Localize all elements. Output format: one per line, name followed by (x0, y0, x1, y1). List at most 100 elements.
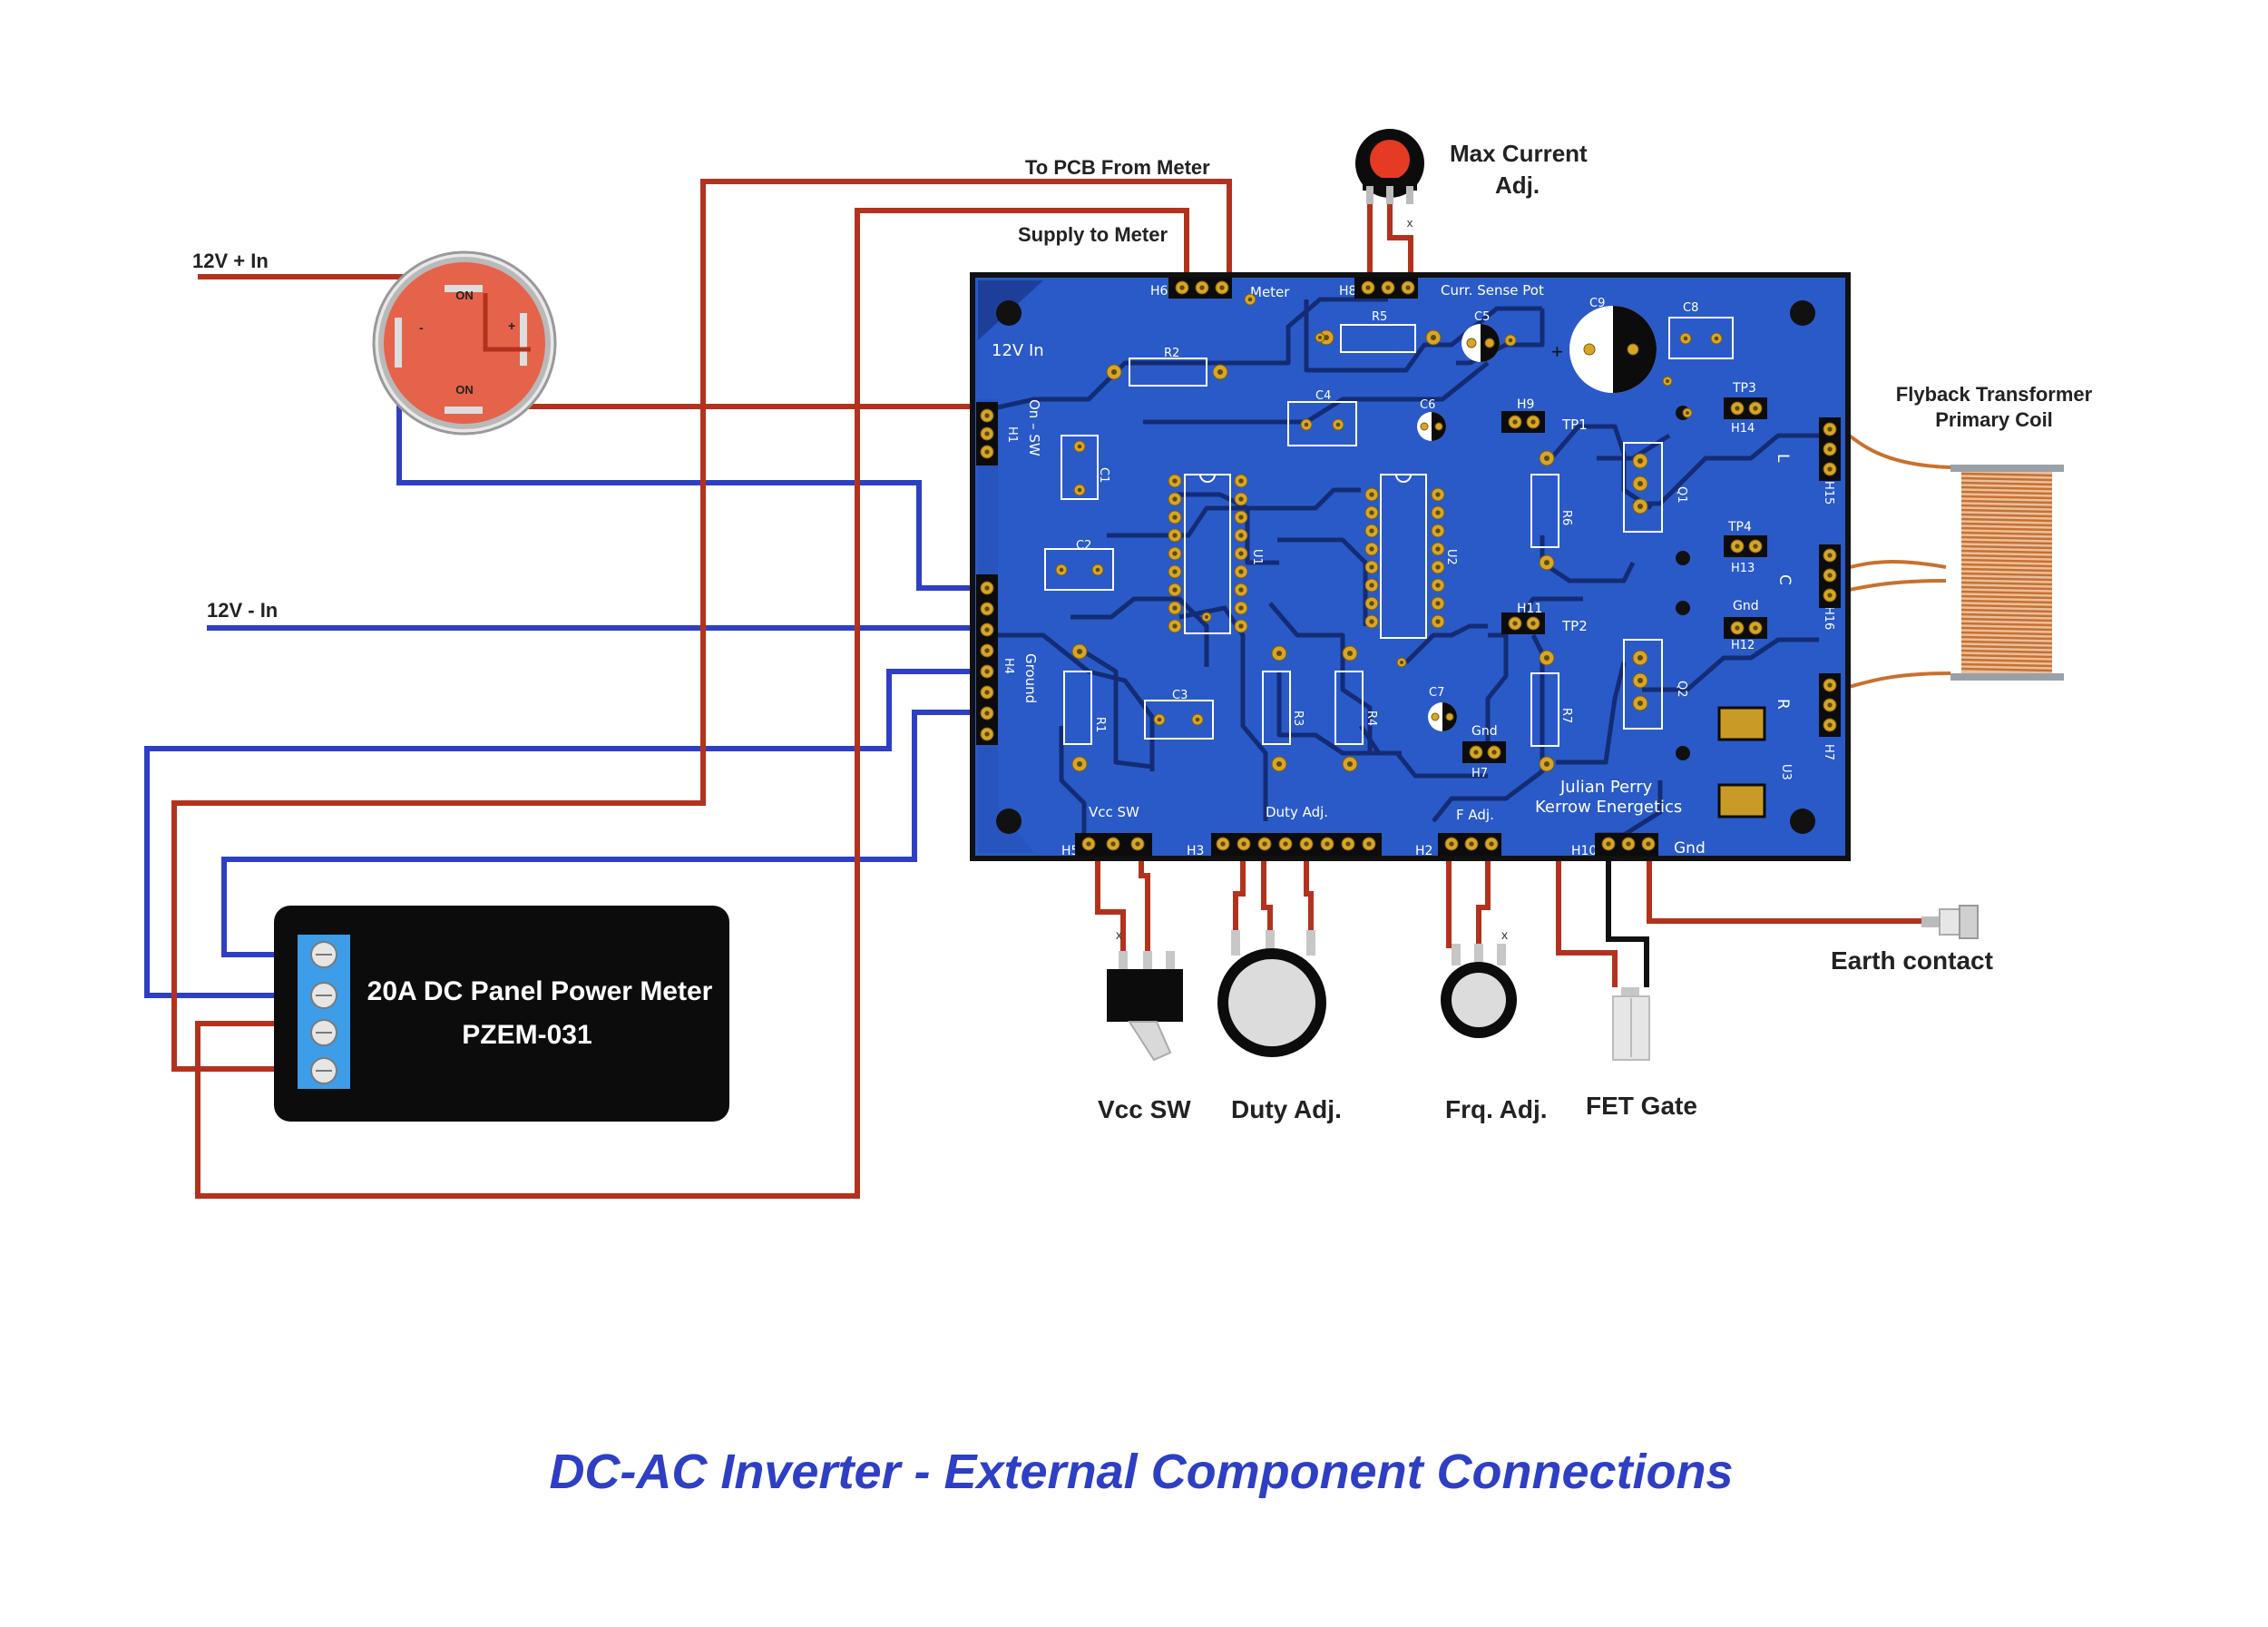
coil-turn (1960, 558, 2053, 564)
pad-hole (1637, 457, 1644, 465)
comp-label-u3: U3 (1779, 764, 1793, 780)
pad-hole (1435, 583, 1441, 588)
switch-plus-label: + (508, 319, 515, 333)
pad-hole (1508, 338, 1513, 343)
pcb-pads (1055, 293, 1723, 772)
coil-turn (1960, 626, 2053, 632)
pad-hole (1512, 419, 1518, 425)
power-switch[interactable]: ON ON - + (372, 250, 557, 436)
pcb-vcc-sw-label: Vcc SW (1089, 804, 1139, 820)
pad-hole (1435, 528, 1441, 534)
pad-hole (1491, 750, 1497, 755)
frq-adj-pot[interactable]: x (1441, 927, 1517, 1038)
pad-hole (984, 690, 990, 695)
coil-turn (1960, 613, 2053, 618)
pad-hole (1430, 334, 1437, 341)
mount-hole (996, 300, 1022, 326)
label-to-pcb-from-meter: To PCB From Meter (1025, 156, 1210, 179)
pad-hole (1345, 841, 1351, 847)
coil-turn (1960, 499, 2053, 505)
comp-label-c3: C3 (1172, 689, 1188, 702)
coil-turn (1960, 581, 2053, 586)
header-label-h5: H5 (1061, 844, 1079, 858)
gnd-tp-label: Gnd (1733, 599, 1759, 613)
pad-hole (1637, 654, 1644, 662)
pad-hole (1325, 841, 1330, 847)
pad-hole (1318, 336, 1322, 339)
pad-hole (1369, 601, 1374, 606)
comp-label-r2: R2 (1164, 347, 1179, 360)
wire-switch-negative (396, 363, 989, 591)
pad-hole (984, 431, 990, 436)
pad-hole (1637, 700, 1644, 707)
header-label-h8: H8 (1339, 284, 1356, 299)
header-pads (980, 280, 1837, 851)
tp2-label: TP2 (1561, 618, 1588, 634)
coil-turn (1960, 485, 2053, 491)
pad-hole (1606, 841, 1611, 847)
comp-label-r1: R1 (1093, 717, 1107, 732)
pad-hole (984, 585, 990, 591)
comp-label-u2: U2 (1444, 549, 1458, 565)
pad-hole (1400, 661, 1403, 664)
coil-turn (1960, 531, 2053, 536)
coil-turn (1960, 644, 2053, 650)
max-current-pot[interactable]: x (1355, 129, 1424, 230)
frq-knob (1452, 973, 1506, 1027)
coil-turn (1960, 653, 2053, 659)
pad-hole (1530, 419, 1536, 425)
pad-hole (1530, 621, 1536, 626)
pad-hole (1135, 841, 1140, 847)
header-label-h15: H15 (1822, 481, 1835, 505)
pcb-duty-adj-label: Duty Adj. (1266, 804, 1328, 820)
coil-turn (1960, 603, 2053, 609)
pad-hole (1247, 297, 1253, 302)
label-12v-positive-in: 12V + In (192, 250, 269, 272)
pcb-board: 12V In On – SW Ground Meter Curr. Sense … (970, 272, 1851, 861)
coil-turn (1960, 513, 2053, 518)
svg-text:+: + (1551, 340, 1563, 363)
duty-knob (1228, 959, 1315, 1046)
pad-hole (1637, 503, 1644, 510)
label-vcc-sw: Vcc SW (1098, 1095, 1191, 1123)
vcc-switch[interactable]: x (1107, 927, 1183, 1062)
comp-label-r3: R3 (1291, 711, 1305, 726)
coil-turn (1960, 504, 2053, 509)
coil-turn (1960, 508, 2053, 514)
pot-nc-mark: x (1407, 216, 1413, 230)
pad-hole (1827, 573, 1833, 578)
pad-hole (1077, 487, 1082, 493)
header-label-h4: H4 (1002, 658, 1015, 674)
wire-duty-c (1304, 848, 1314, 930)
pad-hole (1220, 841, 1226, 847)
pad-hole (1683, 336, 1688, 341)
label-max-current-line2: Adj. (1495, 172, 1540, 199)
pad-hole (1195, 717, 1200, 722)
pad-hole (984, 648, 990, 653)
coil-turn (1960, 649, 2053, 654)
pad-hole (1304, 422, 1309, 427)
coil-turn (1960, 585, 2053, 591)
wire-duty-a (1233, 848, 1246, 930)
pad-hole (1369, 583, 1374, 588)
pad-hole (984, 731, 990, 737)
pad-hole (1217, 368, 1224, 376)
tp3-label: TP3 (1732, 381, 1756, 396)
wire-meter-to-pcb (171, 179, 1232, 1072)
comp-label-c9: C9 (1589, 297, 1605, 310)
tp4-label: TP4 (1727, 520, 1752, 534)
pad-hole (1110, 841, 1116, 847)
wire-frq-b (1476, 848, 1491, 948)
mount-hole (1790, 300, 1815, 326)
header-label-h6: H6 (1150, 284, 1168, 299)
pad-hole (1369, 528, 1374, 534)
pad-hole (1172, 515, 1178, 520)
pad-hole (1714, 336, 1719, 341)
pad-hole (1095, 567, 1100, 573)
coil-turn (1960, 476, 2053, 482)
pcb-credit-company: Kerrow Energetics (1535, 798, 1682, 817)
pad-hole (1686, 411, 1689, 415)
label-frq-adj: Frq. Adj. (1445, 1095, 1548, 1123)
pad-hole (1205, 615, 1208, 619)
duty-adj-pot[interactable] (1217, 930, 1326, 1057)
